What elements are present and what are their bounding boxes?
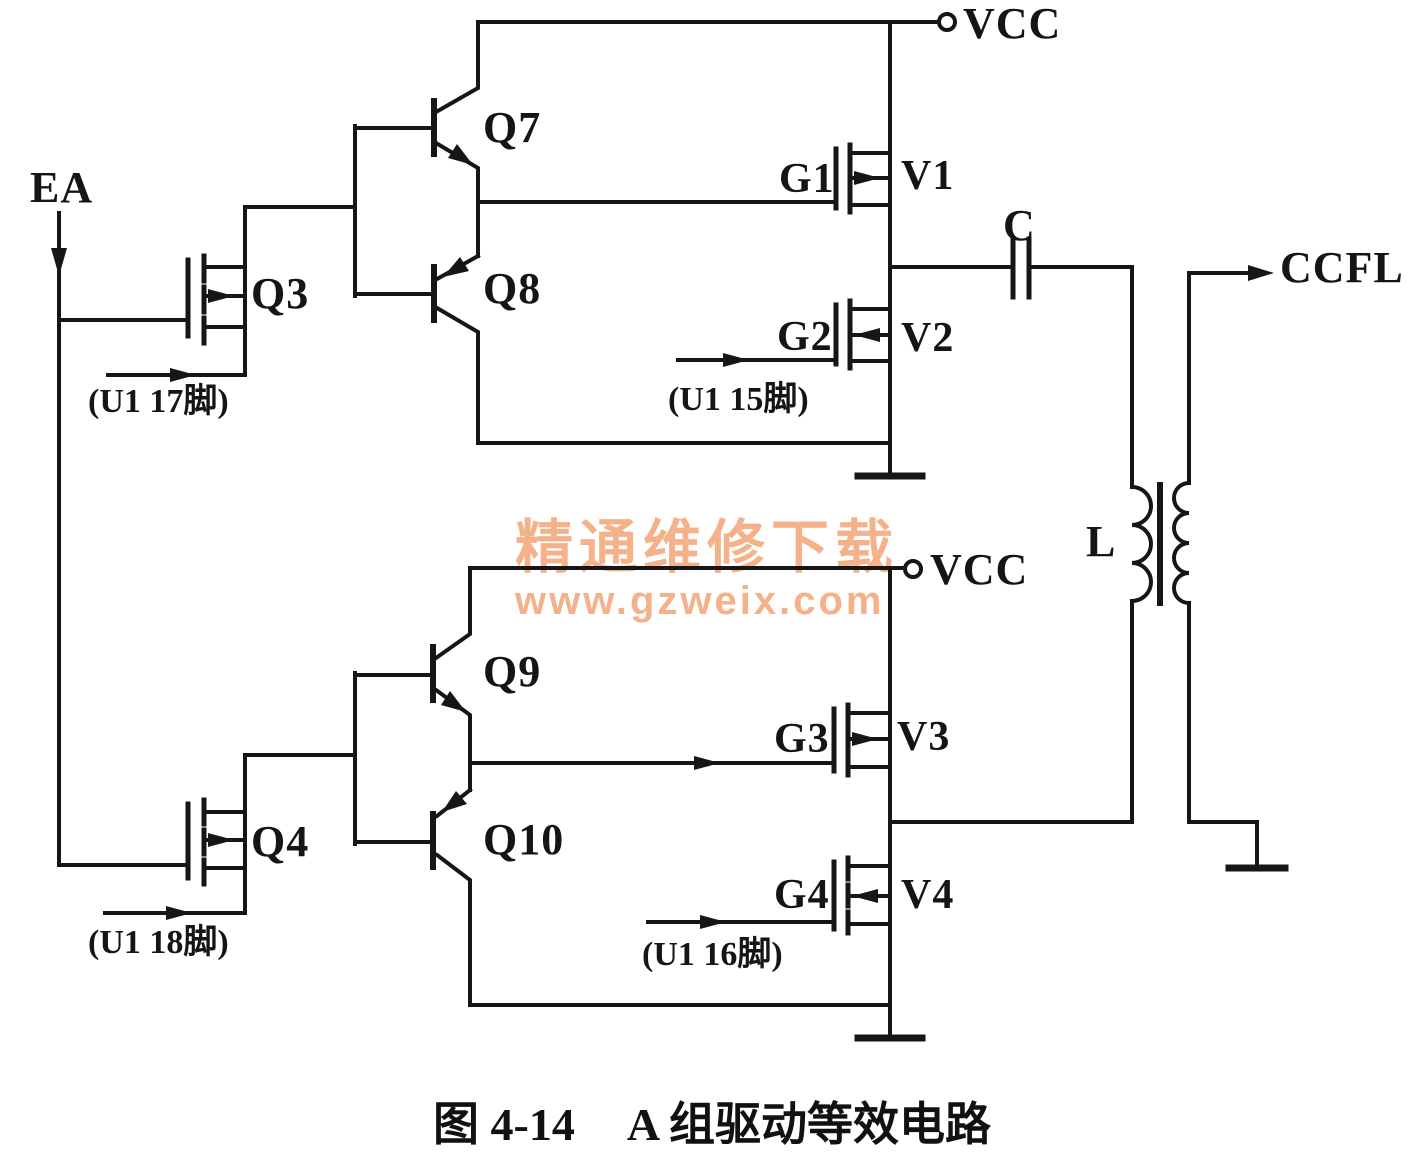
label-c: C <box>1003 201 1036 250</box>
v4-body-arrow-icon <box>852 889 878 903</box>
label-u1-pin16: (U1 16脚) <box>642 936 783 973</box>
transformer-l <box>1129 265 1192 824</box>
ground-icon-upper <box>854 441 926 480</box>
label-q4: Q4 <box>251 817 310 866</box>
label-vcc-top: VCC <box>963 0 1062 48</box>
figure-caption-number: 图 4-14 <box>433 1099 575 1150</box>
label-g2: G2 <box>777 314 833 360</box>
v2-body-arrow-icon <box>854 328 880 342</box>
mosfet-v2 <box>833 298 892 371</box>
figure-caption-title: A 组驱动等效电路 <box>626 1099 992 1150</box>
q7-emitter-arrow-icon <box>448 144 473 165</box>
label-v4: V4 <box>901 872 955 918</box>
label-q10: Q10 <box>483 815 565 864</box>
mosfet-v1 <box>833 142 892 215</box>
g3-drive-wire <box>468 756 836 770</box>
label-q3: Q3 <box>251 269 310 318</box>
u1-pin16-input-arrow <box>646 915 836 929</box>
primary-winding-icon <box>1129 484 1153 604</box>
mosfet-v4 <box>831 855 892 936</box>
vcc-top-node-icon <box>937 12 957 32</box>
label-u1-pin18: (U1 18脚) <box>88 924 229 961</box>
q4-body-arrow-icon <box>208 833 234 847</box>
secondary-winding-icon <box>1172 480 1192 606</box>
label-g3: G3 <box>774 716 830 762</box>
figure-caption: 图 4-14 A 组驱动等效电路 <box>433 1088 991 1152</box>
label-q8: Q8 <box>483 264 542 313</box>
q8-emitter-arrow-icon <box>443 257 469 277</box>
label-q9: Q9 <box>483 647 542 696</box>
vcc-terminal-top <box>476 12 957 32</box>
q10-emitter-arrow-icon <box>442 791 467 812</box>
mosfet-q3 <box>185 205 357 377</box>
vcc-terminal-bottom <box>470 559 923 579</box>
mosfet-v3 <box>831 702 892 778</box>
u1-pin15-input-arrow <box>676 353 838 367</box>
capacitor-c <box>888 236 1134 300</box>
label-vcc-bottom: VCC <box>930 545 1029 594</box>
u1-pin18-input-arrow <box>103 906 247 920</box>
label-g1: G1 <box>779 156 835 202</box>
v3-body-arrow-icon <box>852 732 878 746</box>
q9-emitter-arrow-icon <box>441 691 466 712</box>
label-v1: V1 <box>901 153 955 199</box>
ea-down-arrow-icon <box>51 248 67 276</box>
label-v2: V2 <box>901 315 955 361</box>
label-ea: EA <box>30 163 94 212</box>
ccfl-output-arrow <box>1187 265 1274 281</box>
ground-icon-lower <box>854 1003 926 1042</box>
watermark-url: www.gzweix.com <box>515 578 885 623</box>
lower-half-bridge-bus <box>468 566 892 1007</box>
q3-body-arrow-icon <box>208 289 234 303</box>
v1-body-arrow-icon <box>854 171 880 185</box>
label-u1-pin17: (U1 17脚) <box>88 383 229 420</box>
label-l: L <box>1086 517 1117 566</box>
u1-pin17-input-arrow <box>106 368 247 382</box>
label-g4: G4 <box>774 872 830 918</box>
g3-wire-arrow-icon <box>694 756 720 770</box>
pnp-transistor-q10 <box>353 787 473 1007</box>
label-v3: V3 <box>897 714 951 760</box>
npn-transistor-q9 <box>353 566 472 792</box>
ground-icon-right <box>1187 820 1289 872</box>
mosfet-q4 <box>185 753 357 915</box>
label-q7: Q7 <box>483 103 542 152</box>
pnp-transistor-q8 <box>353 253 481 445</box>
label-ccfl: CCFL <box>1280 243 1404 292</box>
upper-half-bridge-bus <box>476 20 892 445</box>
ea-input-line <box>51 211 188 867</box>
label-u1-pin15: (U1 15脚) <box>668 381 809 418</box>
vcc-bottom-node-icon <box>903 559 923 579</box>
npn-transistor-q7 <box>353 20 480 258</box>
